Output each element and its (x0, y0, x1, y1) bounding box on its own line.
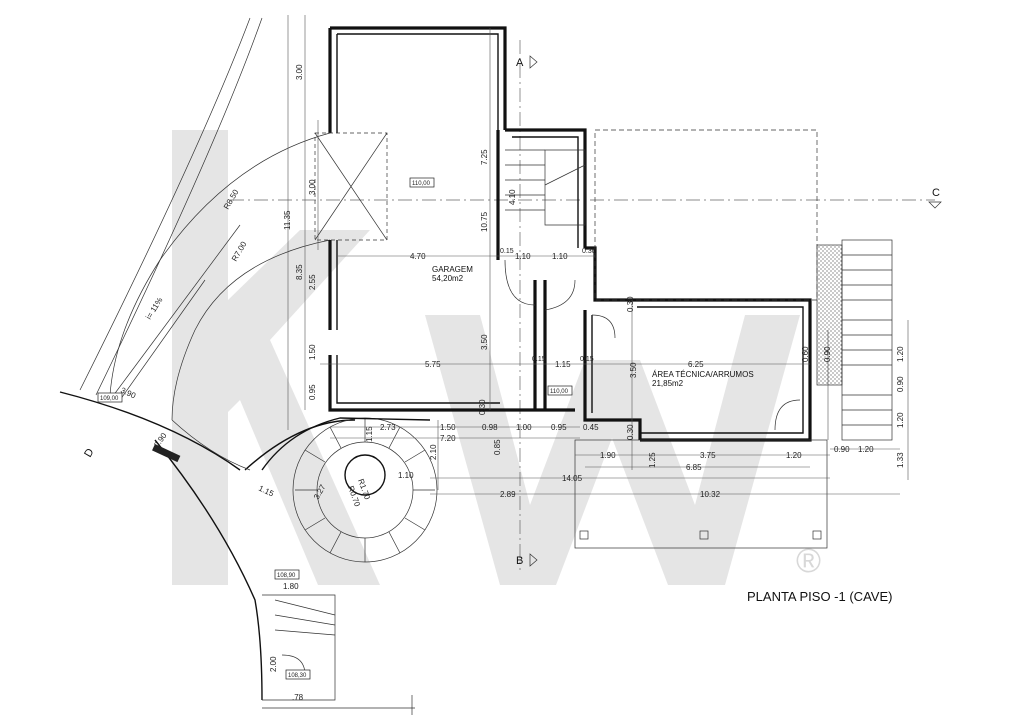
level-108-90-text: 108,90 (277, 573, 296, 579)
dim-stair-e: 0.15 (580, 356, 594, 363)
small-030-b: 0.30 (626, 424, 635, 440)
garage: 110,00 GARAGEM 54,20m2 (314, 26, 507, 412)
tech-area: 21,85m2 (652, 379, 684, 388)
small-085: 0.85 (493, 439, 502, 455)
dim-row2-c: 0.98 (482, 423, 498, 432)
dim-row2-d: 1.00 (516, 423, 532, 432)
r-120: 1.20 (896, 346, 905, 362)
level-tag-108-90 (274, 569, 300, 580)
dim-row2-e: 0.95 (551, 423, 567, 432)
level-tag-109 (97, 392, 123, 403)
tech-name: ÁREA TÉCNICA/ARRUMOS (652, 370, 754, 379)
section-c: C (932, 187, 940, 199)
v-1075: 10.75 (480, 211, 489, 232)
horizontal-dimensions: 4.70 1.10 1.10 0.15 0.30 5.75 1.15 0.15 … (257, 248, 900, 499)
dim-bottom-total: 10.32 (700, 490, 721, 499)
level-110-core-text: 110,00 (550, 389, 569, 395)
dim-lower-row: 6.85 (686, 463, 702, 472)
v-350: 3.50 (480, 334, 489, 350)
level-tag-110-core (547, 385, 573, 396)
plan-title: PLANTA PISO -1 (CAVE) (747, 589, 892, 604)
dim-stair-c: 0.15 (500, 248, 514, 255)
dim-mid-115: 1.15 (555, 360, 571, 369)
v-835: 8.35 (295, 264, 304, 280)
v-210: 2.10 (429, 444, 438, 460)
dim-tech-width: 6.25 (688, 360, 704, 369)
v-095: 0.95 (308, 384, 317, 400)
r-133: 1.33 (896, 452, 905, 468)
section-b: B (516, 555, 523, 567)
section-d: D (82, 447, 96, 460)
v-300: 3.00 (295, 64, 304, 80)
radius-7-00: R7.00 (230, 240, 249, 263)
dim-m115: 1.15 (257, 484, 275, 499)
level-108-30-text: 108,30 (288, 673, 307, 679)
v-410: 4.10 (508, 189, 517, 205)
dim-row2-f: 0.45 (583, 423, 599, 432)
win-060: 0.60 (801, 346, 810, 362)
axis-lines (230, 40, 935, 570)
dim-m110: 1.10 (398, 471, 414, 480)
dim-mid-015: 0.15 (532, 356, 546, 363)
r-120b: 1.20 (896, 412, 905, 428)
dim-lower-d: 0.90 (834, 445, 850, 454)
level-110-garage-text: 110,00 (412, 181, 431, 187)
dim-row2-total: 7.20 (440, 434, 456, 443)
v-115: 1.15 (365, 426, 374, 442)
win-090: 0.90 (823, 346, 832, 362)
dim-left-bottom: 2.89 (500, 490, 516, 499)
v-300b: 3.00 (308, 179, 317, 195)
dim-180: 1.80 (283, 582, 299, 591)
level-109-text: 109,00 (100, 396, 119, 402)
dim-200: 2.00 (269, 656, 278, 672)
v-725: 7.25 (480, 149, 489, 165)
dim-stair-b: 1.10 (552, 252, 568, 261)
v-125: 1.25 (648, 452, 657, 468)
v-150: 1.50 (308, 344, 317, 360)
v-350b: 3.50 (629, 362, 638, 378)
dim-row2-a: 2.73 (380, 423, 396, 432)
dim-lower-b: 3.75 (700, 451, 716, 460)
win-030: 0.30 (626, 296, 635, 312)
dim-garage-width: 4.70 (410, 252, 426, 261)
vertical-dimensions: 3.00 11.35 8.35 3.00 2.55 1.50 0.95 7.25… (283, 15, 909, 490)
level-tag-108-30 (285, 669, 311, 680)
r-090: 0.90 (896, 376, 905, 392)
ramp-slope: i= 11% (144, 296, 164, 321)
dim-overall-mid: 5.75 (425, 360, 441, 369)
v-1135: 11.35 (283, 210, 292, 230)
small-030: 0.30 (478, 399, 487, 415)
dim-lower-a: 1.90 (600, 451, 616, 460)
dim-row2-b: 1.50 (440, 423, 456, 432)
dim-stair-a: 1.10 (515, 252, 531, 261)
dim-lower-c: 1.20 (786, 451, 802, 460)
dim-total: 14.05 (562, 474, 583, 483)
dim-stair-d: 0.30 (582, 248, 596, 255)
dim-078: .78 (292, 693, 304, 702)
dim-lower-e: 1.20 (858, 445, 874, 454)
lower-stair: 108,90 108,30 1.80 .78 2.00 (262, 569, 415, 715)
garage-name: GARAGEM (432, 265, 473, 274)
garage-area: 54,20m2 (432, 274, 464, 283)
section-a: A (516, 57, 524, 69)
level-tag-110-garage (409, 177, 435, 188)
exterior-stair-right (816, 239, 893, 441)
v-255: 2.55 (308, 274, 317, 290)
